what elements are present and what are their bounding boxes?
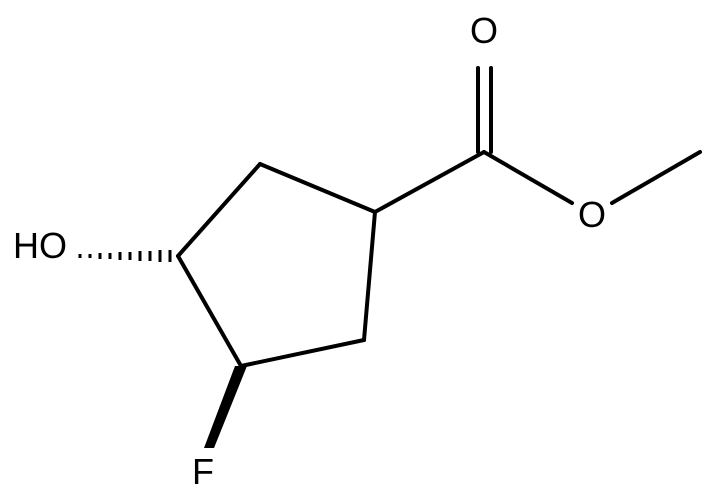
- carbonyl-oxygen-label: O: [470, 10, 498, 51]
- ring-bond-c1-c2: [258, 162, 377, 214]
- bond-ester-oxygen-to-methyl: [610, 150, 702, 205]
- ring-bond-c5-c1: [362, 210, 377, 342]
- ring-bond-c2-c3: [176, 162, 262, 258]
- hydroxyl-label: HO: [13, 225, 67, 266]
- ester-oxygen-label: O: [578, 194, 606, 235]
- solid-wedge-bond: [204, 366, 247, 448]
- fluorine-label: F: [192, 451, 214, 492]
- ring-bond-c3-c4: [176, 254, 243, 368]
- bond-carbonyl-to-ester-oxygen: [482, 150, 574, 205]
- bond-ring-to-carbonyl: [373, 150, 486, 214]
- ring-bond-c4-c5: [239, 338, 366, 368]
- hashed-wedge-bond: [78, 250, 172, 262]
